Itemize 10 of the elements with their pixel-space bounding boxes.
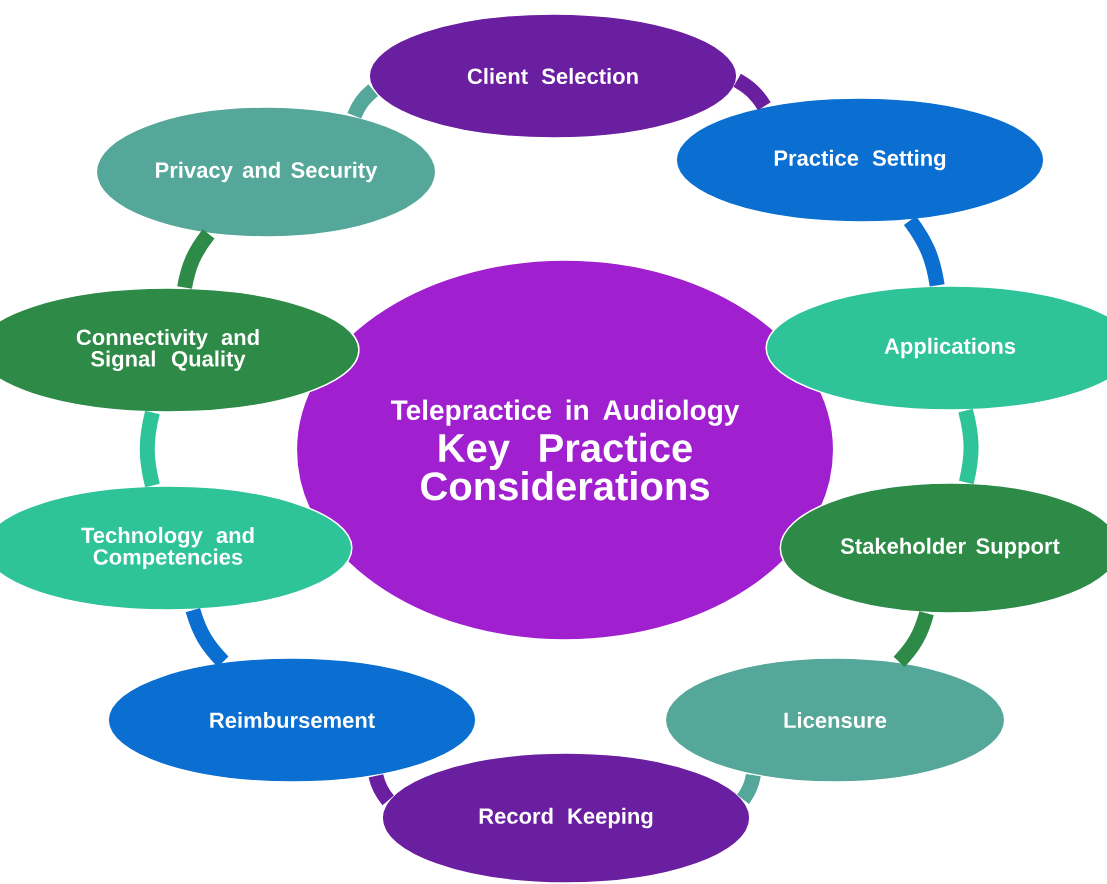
ring-connector [958, 408, 979, 485]
ring-connector [177, 229, 215, 289]
ring-connector [139, 410, 160, 488]
ring-connector [368, 774, 394, 806]
ring-connector [903, 216, 945, 287]
ring-connector [733, 73, 771, 111]
ring-connector [347, 84, 379, 119]
ring-connector [185, 607, 229, 667]
ring-connector [893, 611, 934, 667]
ring-connector [736, 773, 761, 804]
